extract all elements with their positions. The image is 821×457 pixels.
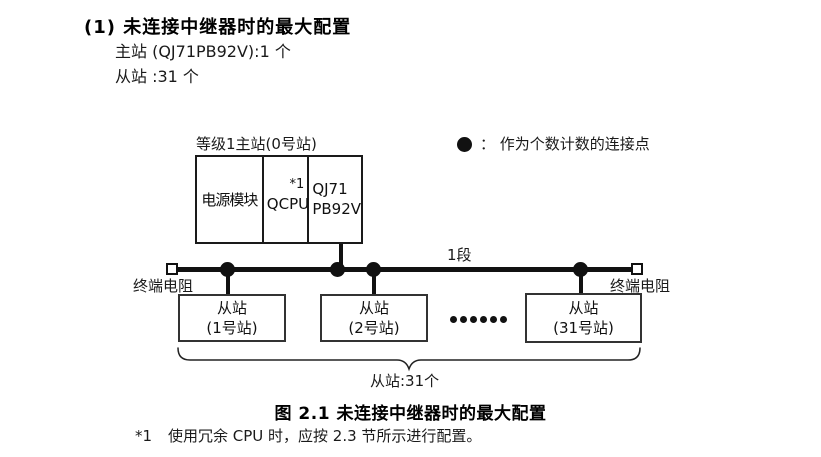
power-module-label: 电源模块 — [201, 191, 258, 209]
legend-label: ： 作为个数计数的连接点 — [480, 135, 650, 153]
slave2-label-line2: (2号站) — [348, 319, 400, 337]
ellipsis-dot — [500, 316, 507, 323]
ellipsis-dot — [490, 316, 497, 323]
slave1-label-line1: 从站 — [216, 298, 247, 317]
connection-dot — [573, 262, 588, 277]
footnote-text: 使用冗余 CPU 时，应按 2.3 节所示进行配置。 — [168, 427, 482, 445]
slave1-label-line2: (1号站) — [206, 319, 258, 337]
footnote-ref-marker: *1 — [289, 177, 305, 192]
terminal-resistor-right-icon — [631, 263, 643, 275]
power-module-cell: 电源模块 — [197, 157, 264, 242]
section-heading: (1) 未连接中继器时的最大配置 — [84, 17, 352, 38]
slave1-drop-line — [226, 269, 230, 295]
bus-line — [172, 267, 636, 272]
slave31-label-line2: (31号站) — [553, 319, 614, 337]
qcpu-cell: *1 QCPU — [264, 157, 310, 242]
qj71pb92v-label-line2: PB92V — [312, 199, 361, 218]
connection-dot — [366, 262, 381, 277]
connection-dot-icon — [457, 136, 472, 152]
slave31-drop-line — [579, 269, 583, 294]
segment-label: 1段 — [447, 246, 472, 264]
legend-connection-point: ： 作为个数计数的连接点 — [457, 135, 650, 153]
qcpu-label: QCPU — [266, 195, 310, 213]
slave31-label-line1: 从站 — [568, 298, 599, 317]
slave-station-2-box: 从站 (2号站) — [320, 294, 428, 342]
connection-dot — [220, 262, 235, 277]
connection-dot — [330, 262, 345, 277]
qj71pb92v-label-line1: QJ71 — [312, 180, 348, 198]
figure-caption: 图 2.1 未连接中继器时的最大配置 — [274, 404, 547, 424]
ellipsis-dot — [480, 316, 487, 323]
ellipsis-dot — [450, 316, 457, 323]
ellipsis-dot — [470, 316, 477, 323]
footnote-marker: *1 — [135, 427, 153, 445]
terminal-resistor-left-label: 终端电阻 — [133, 277, 194, 295]
brace-label: 从站:31个 — [370, 372, 440, 390]
slave-station-1-box: 从站 (1号站) — [178, 294, 286, 342]
terminal-resistor-left-icon — [166, 263, 178, 275]
master-station-box: 电源模块 *1 QCPU QJ71 PB92V — [195, 155, 363, 244]
ellipsis-dots — [450, 316, 507, 323]
brace — [177, 347, 641, 372]
qj71pb92v-cell: QJ71 PB92V — [309, 157, 361, 242]
ellipsis-dot — [460, 316, 467, 323]
master-count-line: 主站 (QJ71PB92V):1 个 — [115, 42, 291, 61]
slave2-drop-line — [372, 269, 376, 295]
terminal-resistor-right-label: 终端电阻 — [610, 277, 671, 295]
slave-count-line: 从站 :31 个 — [115, 67, 199, 86]
master-drop-line — [339, 244, 343, 269]
slave2-label-line1: 从站 — [358, 298, 389, 317]
slave-station-31-box: 从站 (31号站) — [525, 293, 642, 343]
master-station-label: 等级1主站(0号站) — [196, 135, 317, 153]
